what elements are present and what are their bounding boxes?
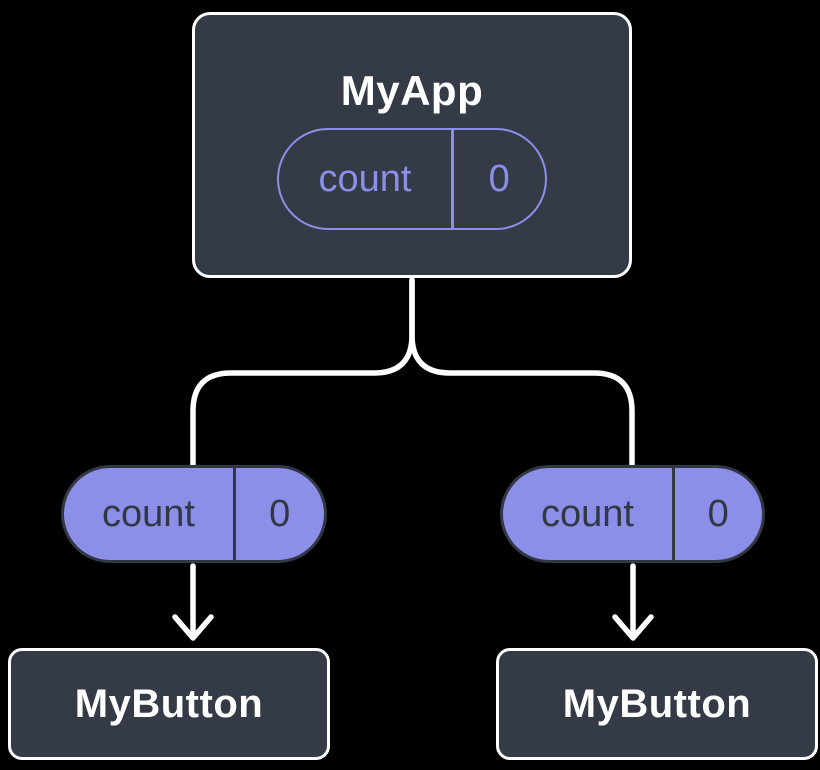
myapp-node-title: MyApp <box>340 67 484 114</box>
prop-value: 0 <box>269 492 291 535</box>
prop-arrow-left <box>172 563 214 641</box>
prop-value: 0 <box>707 492 729 535</box>
tree-connector-left <box>190 277 415 469</box>
mybutton-node-title: MyButton <box>74 681 264 726</box>
pill-divider <box>451 130 454 228</box>
mybutton-node-title: MyButton <box>562 681 752 726</box>
tree-connector-right <box>409 277 635 469</box>
prop-pill-right: count 0 <box>500 465 765 563</box>
pill-divider <box>233 468 236 560</box>
mybutton-node-left: MyButton <box>8 648 330 760</box>
prop-pill-left: count 0 <box>61 465 327 563</box>
state-name: count <box>318 157 412 200</box>
pill-divider <box>672 468 675 560</box>
myapp-node: MyApp count 0 <box>192 12 632 278</box>
state-pill: count 0 <box>277 128 547 230</box>
prop-name: count <box>102 492 195 535</box>
prop-arrow-right <box>612 563 654 641</box>
prop-name: count <box>541 492 634 535</box>
mybutton-node-right: MyButton <box>496 648 818 760</box>
state-value: 0 <box>488 157 510 200</box>
